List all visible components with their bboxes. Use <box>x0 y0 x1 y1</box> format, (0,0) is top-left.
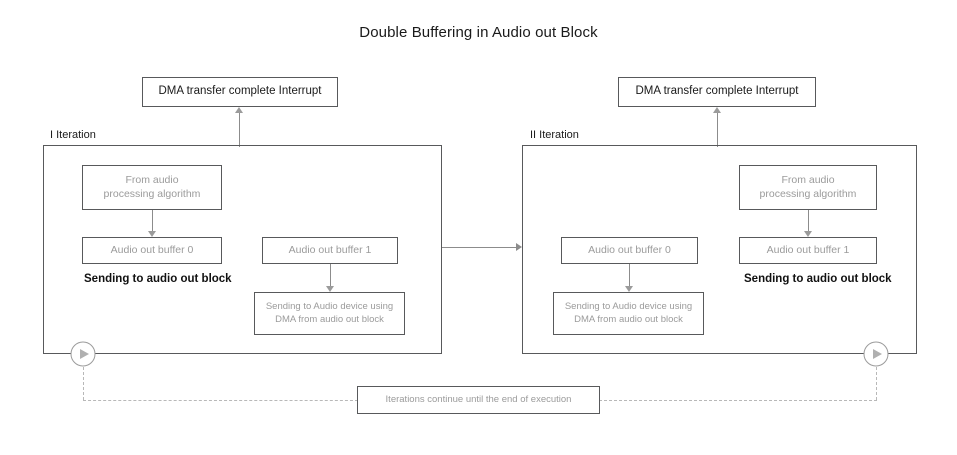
buffer1-box-iteration-1: Audio out buffer 1 <box>262 237 398 264</box>
loop-drop-line-right <box>876 367 877 400</box>
loop-line-right <box>599 400 877 401</box>
source-to-buffer1-arrowhead-iteration-2 <box>804 231 812 237</box>
source-to-buffer1-line-iteration-2 <box>808 210 809 231</box>
interrupt-box-iteration-2: DMA transfer complete Interrupt <box>618 77 816 107</box>
caption-iteration-1: Sending to audio out block <box>84 273 232 285</box>
iteration-panel-2 <box>522 145 917 354</box>
buffer1-to-dma-line-iteration-1 <box>330 264 331 286</box>
dma-send-box-iteration-2: Sending to Audio device using DMA from a… <box>553 292 704 335</box>
iteration-link-line <box>442 247 516 248</box>
iteration-label-2: II Iteration <box>530 129 579 141</box>
loop-note-box: Iterations continue until the end of exe… <box>357 386 600 414</box>
loop-line-left <box>83 400 358 401</box>
buffer1-box-iteration-2: Audio out buffer 1 <box>739 237 877 264</box>
buffer0-box-iteration-1: Audio out buffer 0 <box>82 237 222 264</box>
interrupt-arrowhead-iteration-1 <box>235 107 243 113</box>
loop-drop-line-left <box>83 367 84 400</box>
buffer0-to-dma-arrowhead-iteration-2 <box>625 286 633 292</box>
interrupt-arrowhead-iteration-2 <box>713 107 721 113</box>
interrupt-connector-line-iteration-2 <box>717 113 718 147</box>
interrupt-box-iteration-1: DMA transfer complete Interrupt <box>142 77 338 107</box>
buffer0-box-iteration-2: Audio out buffer 0 <box>561 237 698 264</box>
source-to-buffer0-line-iteration-1 <box>152 210 153 231</box>
play-icon-iteration-2[interactable] <box>863 341 889 367</box>
caption-iteration-2: Sending to audio out block <box>744 273 892 285</box>
iteration-link-arrowhead <box>516 243 522 251</box>
buffer1-to-dma-arrowhead-iteration-1 <box>326 286 334 292</box>
source-box-iteration-2: From audio processing algorithm <box>739 165 877 210</box>
dma-send-box-iteration-1: Sending to Audio device using DMA from a… <box>254 292 405 335</box>
page-title: Double Buffering in Audio out Block <box>359 24 598 41</box>
iteration-label-1: I Iteration <box>50 129 96 141</box>
play-icon-iteration-1[interactable] <box>70 341 96 367</box>
source-to-buffer0-arrowhead-iteration-1 <box>148 231 156 237</box>
interrupt-connector-line-iteration-1 <box>239 113 240 147</box>
iteration-panel-1 <box>43 145 442 354</box>
source-box-iteration-1: From audio processing algorithm <box>82 165 222 210</box>
buffer0-to-dma-line-iteration-2 <box>629 264 630 286</box>
